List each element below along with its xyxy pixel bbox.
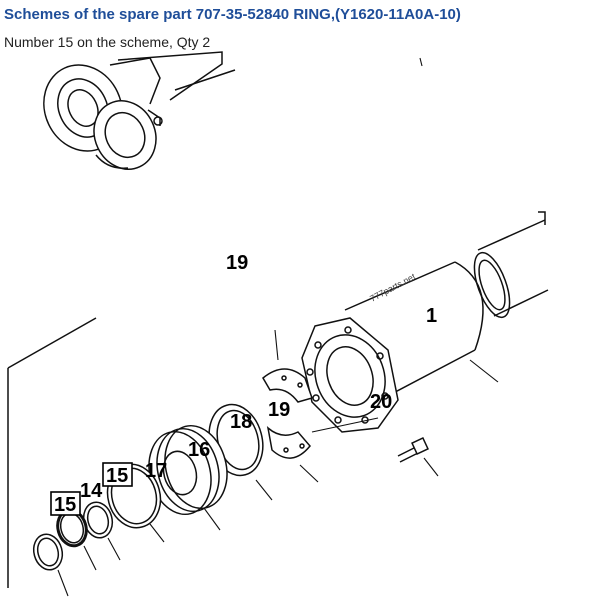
label-16: 16 <box>188 439 210 461</box>
watermark-text: 777parts.net <box>368 271 417 304</box>
cylinder-tube <box>473 211 549 319</box>
label-18: 18 <box>230 411 252 433</box>
part-position-info: Number 15 on the scheme, Qty 2 <box>4 34 211 50</box>
part-19-split-ring <box>262 329 379 483</box>
left-housing <box>7 317 97 588</box>
highlight-box-15-upper: 15 <box>102 462 133 487</box>
label-17: 17 <box>145 460 167 482</box>
bolt <box>397 437 439 477</box>
clevis-mount <box>43 51 423 170</box>
part-16-piston <box>148 424 228 531</box>
highlight-box-15-lower: 15 <box>50 491 81 516</box>
part-1-cylinder-head <box>301 261 499 433</box>
label-1: 1 <box>426 305 437 327</box>
label-15-lower: 15 <box>54 494 76 516</box>
label-14: 14 <box>80 480 103 502</box>
page-title: Schemes of the spare part 707-35-52840 R… <box>4 6 461 23</box>
label-15-upper: 15 <box>106 465 128 487</box>
label-20: 20 <box>370 391 392 413</box>
part-14-ring <box>82 501 121 561</box>
label-19: 19 <box>268 399 290 421</box>
label-19-top: 19 <box>226 252 248 274</box>
